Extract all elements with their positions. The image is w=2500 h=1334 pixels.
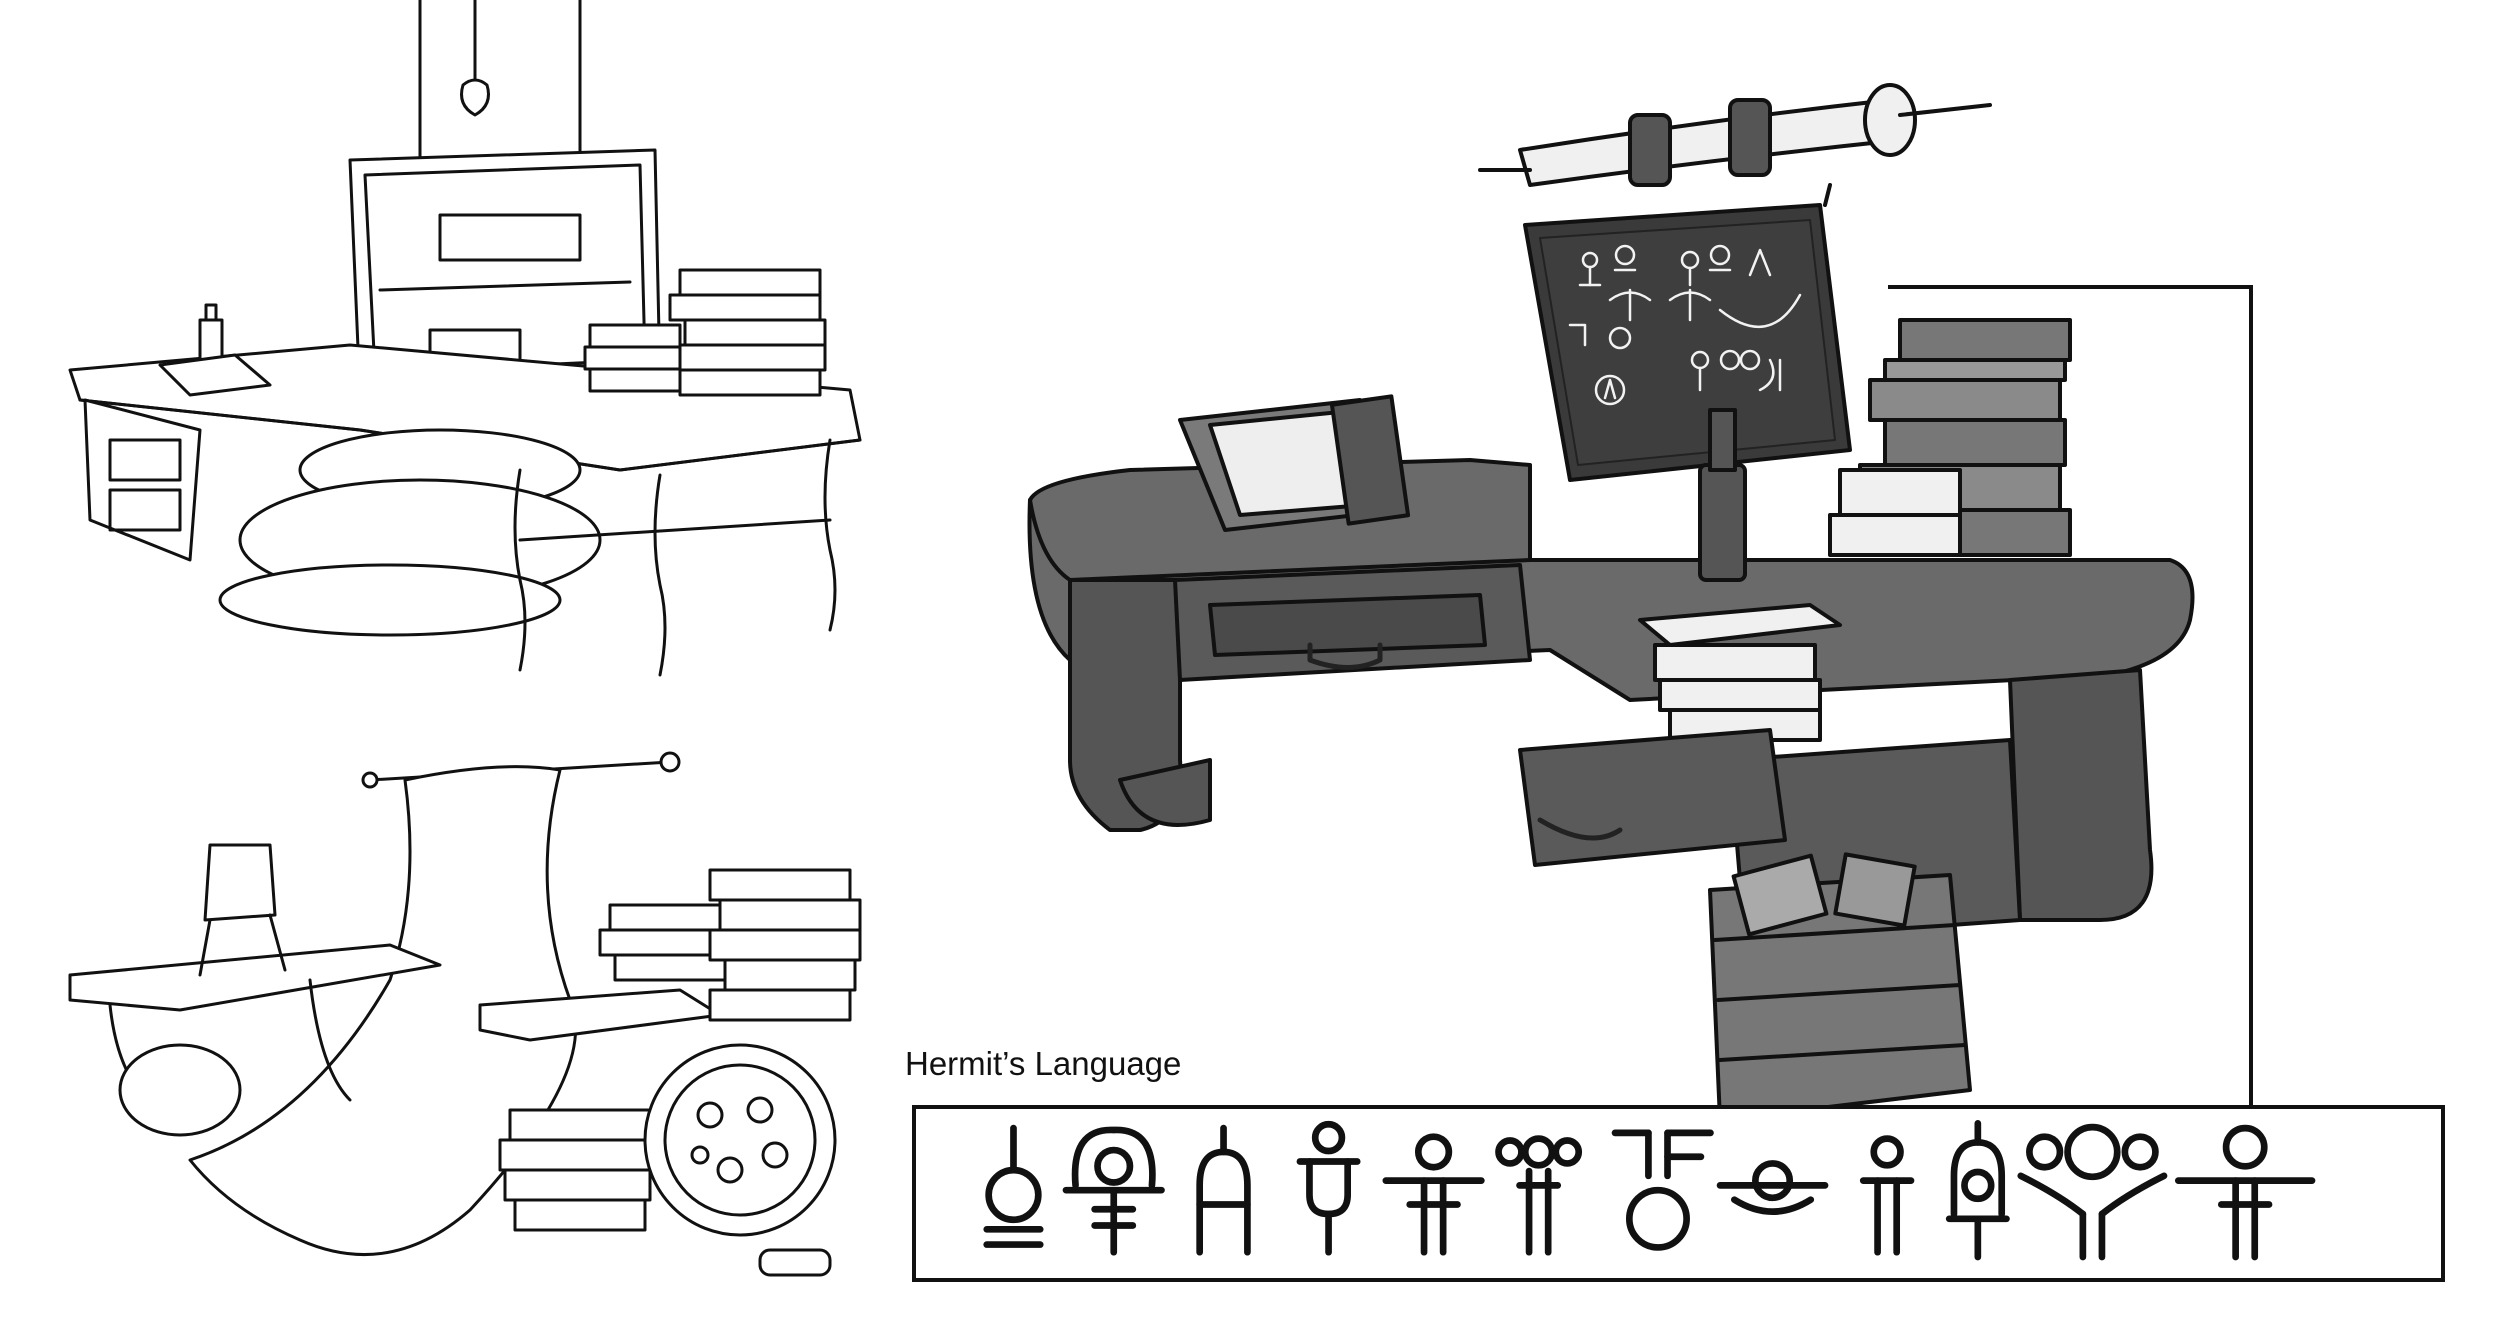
glyph-5 (1382, 1133, 1485, 1256)
glyph-legend-box (912, 1105, 2445, 1282)
sketch-desk-with-lamps (60, 0, 880, 700)
glyph-11 (2017, 1123, 2168, 1261)
reference-bracket-line (1888, 285, 2253, 1107)
caption-title: Hermit’s Language (905, 1045, 1182, 1082)
sketch-desk-with-scroll-and-gear (60, 740, 880, 1320)
glyph-3 (1196, 1124, 1251, 1256)
glyph-10 (1945, 1119, 2010, 1261)
glyph-12 (2174, 1124, 2316, 1261)
painted-desk-with-chalkboard (1010, 60, 2210, 1130)
glyph-1 (983, 1124, 1044, 1248)
glyph-6 (1495, 1135, 1583, 1256)
glyph-9 (1859, 1135, 1915, 1256)
glyph-4 (1296, 1120, 1361, 1256)
glyph-8 (1716, 1160, 1829, 1215)
glyph-7 (1611, 1129, 1714, 1251)
glyph-2 (1062, 1126, 1165, 1256)
